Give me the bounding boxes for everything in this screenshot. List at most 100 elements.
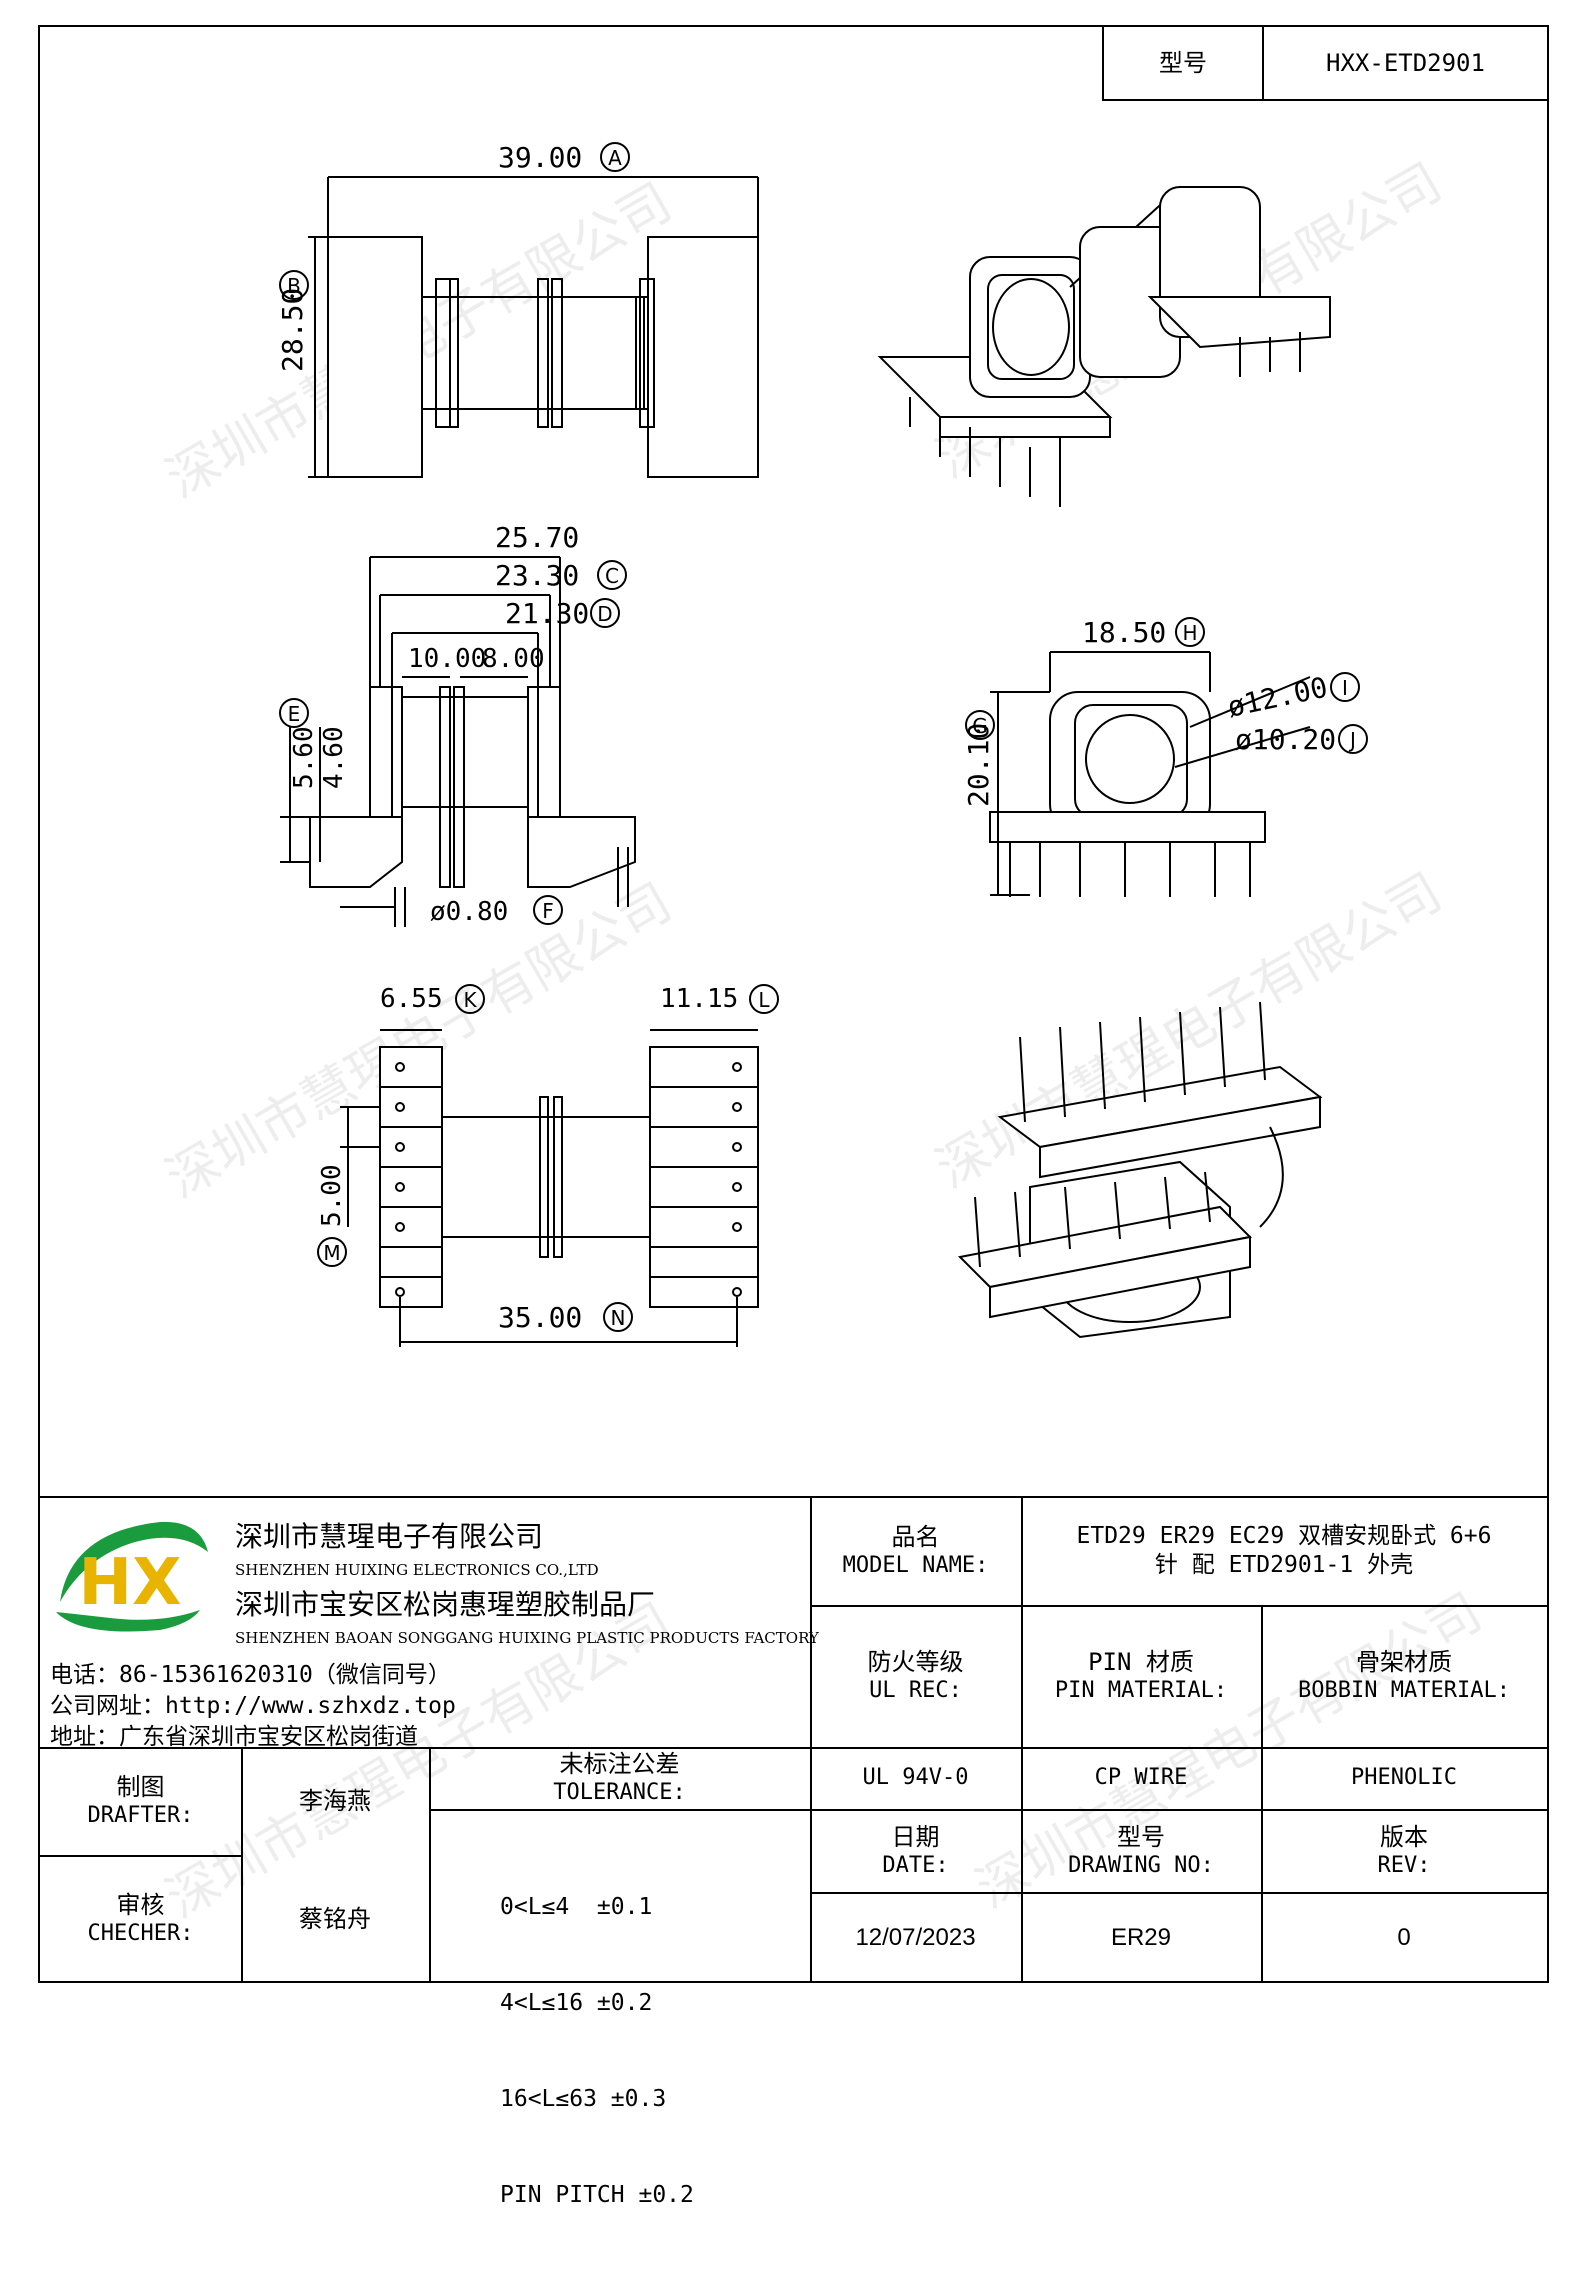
dim-h: 18.50 (1082, 616, 1166, 649)
titleblock-rule (40, 1747, 1547, 1749)
front-view (989, 651, 1311, 897)
checker-label: 审核 CHECHER: (40, 1855, 241, 1983)
dim-f: ø0.80 (430, 897, 508, 927)
tag-h: H (1182, 621, 1197, 645)
drawing-no-en: DRAWING NO: (1068, 1852, 1214, 1878)
dim-d: 21.30 (505, 597, 589, 630)
pin-material-value: CP WIRE (1094, 1765, 1188, 1791)
rev-value: 0 (1397, 1923, 1411, 1951)
titleblock-divider (241, 1747, 243, 1983)
dim-l: 11.15 (660, 984, 738, 1014)
drawing-sheet: 深圳市慧瑆电子有限公司 深圳市慧瑆电子有限公司 深圳市慧瑆电子有限公司 深圳市慧… (38, 25, 1549, 2208)
bobbin-material-value: PHENOLIC (1351, 1765, 1457, 1791)
tolerance-line: 16<L≤63 ±0.3 (500, 2086, 667, 2112)
bottom-view (340, 1029, 759, 1347)
date-cn: 日期 (891, 1822, 940, 1851)
drawing-no-cn: 型号 (1117, 1822, 1165, 1851)
ul-rec-value: UL 94V-0 (862, 1765, 969, 1791)
tag-i: I (1342, 676, 1348, 700)
top-view (308, 176, 759, 478)
model-name-value: ETD29 ER29 EC29 双槽安规卧式 6+6 针 配 ETD2901-1… (1021, 1496, 1547, 1605)
factory-name-cn: 深圳市宝安区松岗惠瑆塑胶制品厂 (235, 1588, 656, 1621)
drawing-no-value: ER29 (1110, 1923, 1172, 1951)
tolerance-label: 未标注公差 TOLERANCE: (429, 1747, 810, 1809)
tag-a: A (608, 146, 622, 170)
drawing-no-label: 型号 DRAWING NO: (1021, 1809, 1261, 1892)
dim-e: 5.60 (289, 726, 319, 789)
tolerance-list: 0<L≤4 ±0.1 4<L≤16 ±0.2 16<L≤63 ±0.3 PIN … (500, 1827, 694, 2275)
dim-seg1: 10.00 (408, 644, 486, 674)
model-name-en: MODEL NAME: (842, 1552, 989, 1578)
drafter-en: DRAFTER: (87, 1803, 194, 1829)
tag-k: K (463, 988, 477, 1012)
dim-m: 5.00 (317, 1164, 347, 1227)
titleblock-divider (429, 1747, 431, 1983)
drafter-name: 李海燕 (299, 1787, 371, 1815)
pin-material-label: PIN 材质 PIN MATERIAL: (1021, 1605, 1261, 1747)
tag-c: C (605, 564, 619, 588)
model-name-value-line2: 针 配 ETD2901-1 外壳 (1154, 1551, 1414, 1578)
titleblock-rule (429, 1809, 810, 1811)
titleblock-rule (810, 1605, 1547, 1607)
tolerance-en: TOLERANCE: (553, 1780, 686, 1806)
ul-rec-en: UL REC: (869, 1678, 962, 1704)
tag-m: M (323, 1241, 340, 1265)
factory-name-en: SHENZHEN BAOAN SONGGANG HUIXING PLASTIC … (235, 1629, 819, 1647)
dim-top-width: 25.70 (495, 521, 579, 554)
checker-name: 蔡铭舟 (299, 1905, 371, 1933)
company-name-en: SHENZHEN HUIXING ELECTRONICS CO.,LTD (235, 1561, 599, 1579)
model-name-label: 品名 MODEL NAME: (810, 1496, 1021, 1605)
model-name-cn: 品名 (891, 1522, 940, 1551)
side-view (280, 556, 636, 927)
ul-rec-label: 防火等级 UL REC: (810, 1605, 1021, 1747)
tolerance-line: 0<L≤4 ±0.1 (500, 1894, 653, 1920)
tag-n: N (611, 1306, 626, 1330)
tag-l: L (758, 988, 770, 1012)
tag-g: G (972, 714, 988, 738)
pin-material-cn: PIN 材质 (1088, 1648, 1194, 1677)
ul-rec-cn: 防火等级 (867, 1648, 964, 1677)
tolerance-line: 4<L≤16 ±0.2 (500, 1990, 653, 2016)
drafter-label: 制图 DRAFTER: (40, 1747, 241, 1855)
checker-cn: 审核 (116, 1891, 165, 1920)
logo-letters: HX (79, 1546, 182, 1620)
company-phone: 电话：86-15361620310（微信同号） (50, 1662, 451, 1688)
iso-view-2 (957, 1001, 1323, 1339)
date-en: DATE: (882, 1852, 949, 1878)
titleblock-divider (810, 1496, 812, 1983)
tag-b: B (287, 274, 301, 298)
dim-e2: 4.60 (319, 726, 349, 789)
tolerance-line: PIN PITCH ±0.2 (500, 2182, 694, 2208)
dim-k: 6.55 (380, 984, 443, 1014)
tag-e: E (288, 702, 301, 726)
iso-view-1 (877, 185, 1331, 507)
bobbin-material-en: BOBBIN MATERIAL: (1298, 1678, 1510, 1704)
titleblock-rule (40, 1855, 241, 1857)
tag-f: F (542, 899, 554, 923)
date-label: 日期 DATE: (810, 1809, 1021, 1892)
dim-g: 20.10 (962, 723, 995, 807)
company-website: 公司网址：http://www.szhxdz.top (50, 1693, 456, 1719)
bobbin-material-cn: 骨架材质 (1356, 1648, 1452, 1677)
pin-material-en: PIN MATERIAL: (1054, 1678, 1228, 1704)
dim-j: ø10.20 (1235, 723, 1336, 756)
checker-en: CHECHER: (87, 1921, 194, 1947)
bobbin-material-label: 骨架材质 BOBBIN MATERIAL: (1261, 1605, 1547, 1747)
dim-b: 28.50 (276, 288, 309, 372)
titleblock-rule (810, 1809, 1547, 1811)
company-name-cn: 深圳市慧瑆电子有限公司 (235, 1520, 544, 1553)
header-model-label: 型号 (1102, 27, 1262, 101)
dim-i: ø12.00 (1225, 671, 1331, 724)
tolerance-cn: 未标注公差 (559, 1750, 680, 1779)
titleblock-rule (810, 1892, 1547, 1894)
rev-label: 版本 REV: (1261, 1809, 1547, 1892)
technical-drawing: 39.00 A 28.50 B (276, 141, 1368, 1347)
dim-seg2: 8.00 (482, 644, 545, 674)
rev-cn: 版本 (1380, 1822, 1428, 1851)
model-name-value-line1: ETD29 ER29 EC29 双槽安规卧式 6+6 (1076, 1522, 1492, 1549)
header-model-value: HXX-ETD2901 (1262, 27, 1547, 101)
tag-j: J (1348, 728, 1356, 752)
dim-n: 35.00 (498, 1301, 582, 1334)
company-logo: HX (56, 1521, 208, 1632)
titleblock-divider (1021, 1496, 1023, 1983)
